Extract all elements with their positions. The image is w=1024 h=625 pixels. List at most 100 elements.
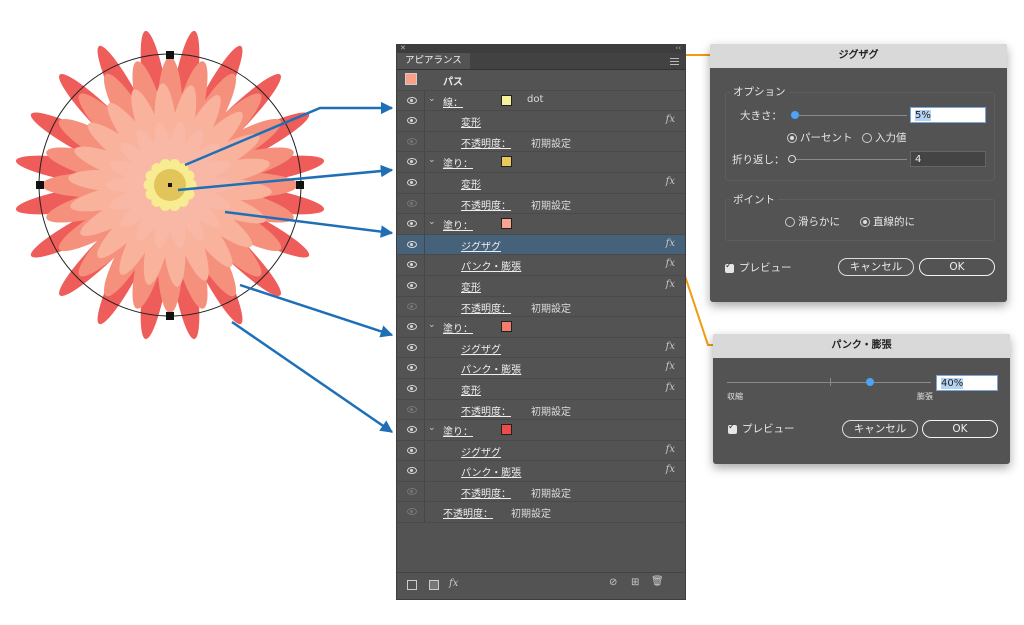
appearance-row[interactable]: ⌄塗り： bbox=[397, 214, 685, 235]
opacity-label[interactable]: 不透明度： bbox=[461, 406, 511, 418]
visibility-eye-icon[interactable] bbox=[407, 343, 417, 351]
anchor-point-top[interactable] bbox=[166, 51, 174, 59]
appearance-row[interactable]: 不透明度：初期設定 bbox=[397, 131, 685, 153]
effect-label[interactable]: 変形 bbox=[461, 179, 481, 191]
delete-item-icon[interactable]: 🗑 bbox=[651, 576, 664, 587]
effect-label[interactable]: 変形 bbox=[461, 118, 481, 130]
pucker-preview-checkbox[interactable] bbox=[728, 422, 737, 434]
visibility-eye-icon[interactable] bbox=[407, 178, 417, 186]
attribute-label[interactable]: 塗り： bbox=[443, 324, 473, 336]
pucker-input[interactable]: 40% bbox=[936, 375, 998, 391]
anchor-point-left[interactable] bbox=[36, 181, 44, 189]
visibility-eye-icon[interactable] bbox=[407, 364, 417, 372]
effect-label[interactable]: パンク・膨張 bbox=[461, 468, 522, 480]
visibility-eye-icon[interactable] bbox=[407, 240, 417, 248]
visibility-eye-icon[interactable] bbox=[407, 137, 417, 145]
visibility-eye-icon[interactable] bbox=[407, 158, 417, 166]
visibility-eye-icon[interactable] bbox=[407, 323, 417, 331]
attribute-label[interactable]: 塗り： bbox=[443, 427, 473, 439]
visibility-eye-icon[interactable] bbox=[407, 261, 417, 269]
color-swatch[interactable] bbox=[501, 218, 512, 230]
add-effect-icon[interactable]: fx bbox=[449, 578, 459, 589]
chevron-down-icon[interactable]: ⌄ bbox=[428, 423, 436, 434]
opacity-label[interactable]: 不透明度： bbox=[461, 303, 511, 315]
appearance-row[interactable]: 不透明度：初期設定 bbox=[397, 296, 685, 318]
pucker-cancel-button[interactable]: キャンセル bbox=[842, 420, 918, 438]
appearance-row[interactable]: ⌄線：dot bbox=[397, 90, 685, 112]
size-input[interactable]: 5% bbox=[910, 107, 986, 123]
visibility-eye-icon[interactable] bbox=[407, 446, 417, 454]
visibility-eye-icon[interactable] bbox=[407, 426, 417, 434]
color-swatch[interactable] bbox=[501, 424, 512, 436]
percent-radio[interactable] bbox=[787, 133, 797, 143]
size-slider-track[interactable] bbox=[792, 115, 907, 116]
tab-appearance[interactable]: アピアランス bbox=[397, 53, 470, 69]
ok-button[interactable]: OK bbox=[919, 258, 995, 276]
visibility-eye-icon[interactable] bbox=[407, 220, 417, 228]
visibility-eye-icon[interactable] bbox=[407, 405, 417, 413]
chevron-down-icon[interactable]: ⌄ bbox=[428, 93, 436, 104]
duplicate-item-icon[interactable]: ⊞ bbox=[631, 577, 640, 588]
color-swatch[interactable] bbox=[501, 156, 512, 168]
appearance-row[interactable]: 不透明度：初期設定 bbox=[397, 399, 685, 421]
pucker-ok-button[interactable]: OK bbox=[922, 420, 998, 438]
add-fill-icon[interactable] bbox=[429, 580, 439, 590]
visibility-eye-icon[interactable] bbox=[407, 467, 417, 475]
effect-label[interactable]: パンク・膨張 bbox=[461, 262, 522, 274]
visibility-eye-icon[interactable] bbox=[407, 302, 417, 310]
appearance-row[interactable]: ⌄ 塗り： bbox=[397, 420, 685, 441]
object-opacity-label[interactable]: 不透明度： bbox=[443, 509, 493, 521]
size-slider-knob[interactable] bbox=[791, 111, 800, 119]
preview-checkbox[interactable] bbox=[725, 261, 734, 273]
color-swatch[interactable] bbox=[501, 94, 512, 106]
opacity-label[interactable]: 不透明度： bbox=[461, 138, 511, 150]
opacity-label[interactable]: 不透明度： bbox=[461, 200, 511, 212]
collapse-icon[interactable]: ‹‹ bbox=[675, 44, 681, 52]
chevron-down-icon[interactable]: ⌄ bbox=[428, 217, 436, 228]
visibility-eye-icon[interactable] bbox=[407, 487, 417, 495]
chevron-down-icon[interactable]: ⌄ bbox=[428, 320, 436, 331]
cancel-button[interactable]: キャンセル bbox=[838, 258, 914, 276]
appearance-row[interactable]: 不透明度：初期設定 bbox=[397, 502, 685, 524]
effect-label[interactable]: 変形 bbox=[461, 385, 481, 397]
close-icon[interactable]: ✕ bbox=[400, 44, 406, 52]
visibility-eye-icon[interactable] bbox=[407, 384, 417, 392]
chevron-down-icon[interactable]: ⌄ bbox=[428, 155, 436, 166]
visibility-eye-icon[interactable] bbox=[407, 199, 417, 207]
effect-label[interactable]: ジグザグ bbox=[461, 344, 501, 356]
smooth-radio[interactable] bbox=[785, 217, 795, 227]
appearance-row[interactable]: ⌄ 塗り： bbox=[397, 317, 685, 338]
appearance-row[interactable]: ⌄塗り： bbox=[397, 152, 685, 173]
ridges-slider-track[interactable] bbox=[792, 159, 907, 160]
visibility-eye-icon[interactable] bbox=[407, 281, 417, 289]
corner-radio[interactable] bbox=[860, 217, 870, 227]
panel-menu-icon[interactable] bbox=[670, 58, 679, 67]
visibility-eye-icon[interactable] bbox=[407, 117, 417, 125]
anchor-point-right[interactable] bbox=[296, 181, 304, 189]
ridges-slider-knob[interactable] bbox=[788, 155, 796, 163]
pucker-slider-track[interactable] bbox=[727, 382, 931, 383]
add-stroke-icon[interactable] bbox=[407, 580, 417, 590]
effect-label[interactable]: ジグザグ bbox=[461, 241, 501, 253]
visibility-eye-icon[interactable] bbox=[407, 508, 417, 516]
pucker-slider-knob[interactable] bbox=[865, 378, 874, 386]
attribute-label[interactable]: 線： bbox=[443, 97, 463, 109]
appearance-row[interactable]: 不透明度：初期設定 bbox=[397, 481, 685, 503]
effect-label[interactable]: パンク・膨張 bbox=[461, 365, 522, 377]
ridges-input[interactable]: 4 bbox=[910, 151, 986, 167]
opacity-label[interactable]: 不透明度： bbox=[461, 488, 511, 500]
anchor-point-bottom[interactable] bbox=[166, 312, 174, 320]
color-swatch[interactable] bbox=[501, 321, 512, 333]
appearance-row[interactable]: 不透明度：初期設定 bbox=[397, 193, 685, 215]
effect-label[interactable]: ジグザグ bbox=[461, 447, 501, 459]
visibility-eye-icon[interactable] bbox=[407, 96, 417, 104]
